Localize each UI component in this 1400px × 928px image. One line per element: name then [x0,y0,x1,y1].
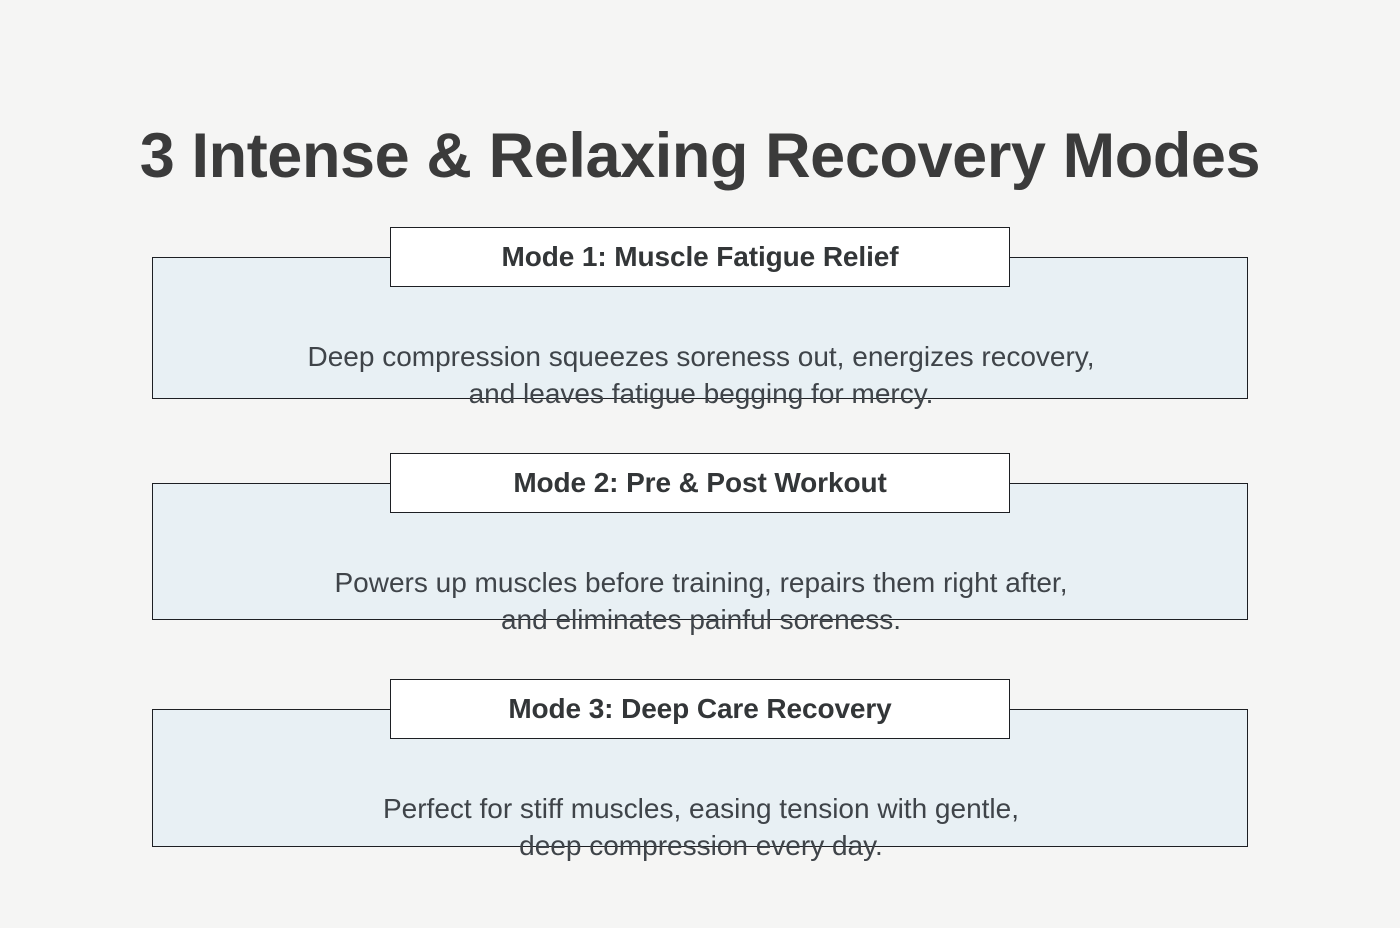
mode-card-1-description-line-1: Deep compression squeezes soreness out, … [307,341,1095,372]
mode-card-2-description-line-2: and eliminates painful soreness. [500,604,901,635]
mode-card-2-description: Powers up muscles before training, repai… [153,564,1249,638]
mode-card-3-header-label: Mode 3: Deep Care Recovery [508,693,892,724]
mode-card-2-header-label: Mode 2: Pre & Post Workout [513,467,887,498]
mode-card-1-header: Mode 1: Muscle Fatigue Relief [390,227,1010,287]
mode-card-2-header: Mode 2: Pre & Post Workout [390,453,1010,513]
mode-card-3-description: Perfect for stiff muscles, easing tensio… [153,790,1249,864]
page-title: 3 Intense & Relaxing Recovery Modes [139,121,1261,192]
mode-card-1-header-label: Mode 1: Muscle Fatigue Relief [501,241,899,272]
mode-card-2-description-line-1: Powers up muscles before training, repai… [334,567,1068,598]
mode-card-3-description-line-1: Perfect for stiff muscles, easing tensio… [382,793,1019,824]
mode-card-1-description-line-2: and leaves fatigue begging for mercy. [468,378,934,409]
mode-card-3-description-line-2: deep compression every day. [519,830,883,861]
mode-card-1-description: Deep compression squeezes soreness out, … [153,338,1249,412]
mode-card-3-header: Mode 3: Deep Care Recovery [390,679,1010,739]
